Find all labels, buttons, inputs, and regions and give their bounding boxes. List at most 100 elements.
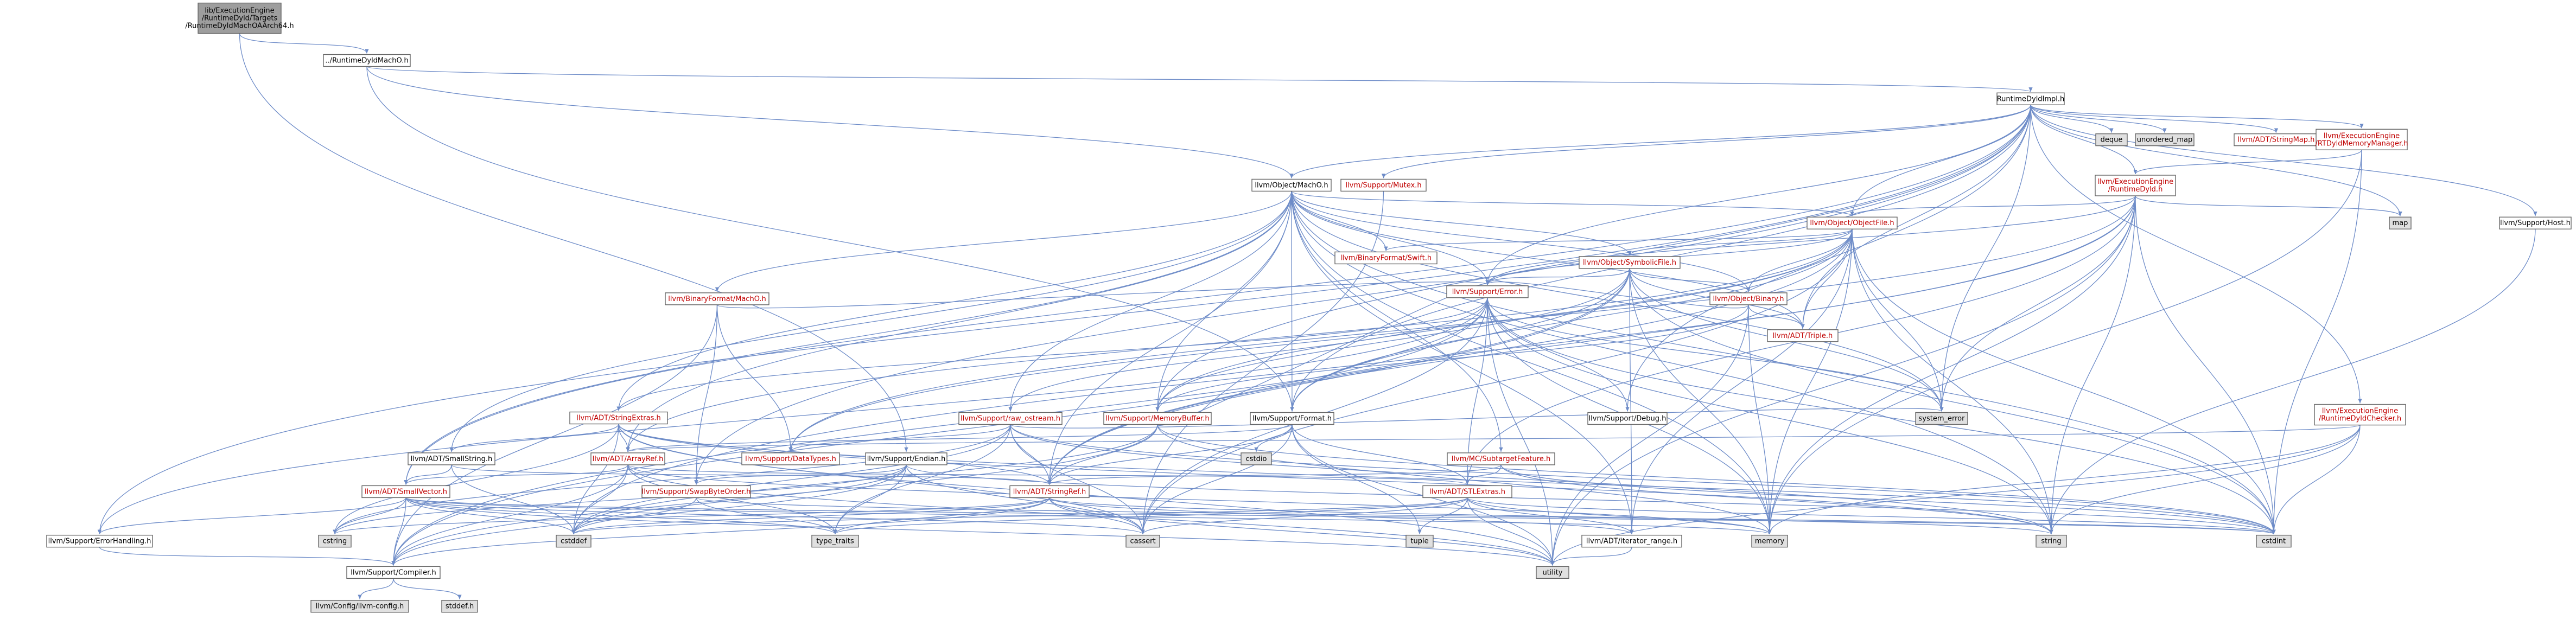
- node-box: [1767, 329, 1839, 342]
- node-unordered_map[interactable]: unordered_map: [2135, 133, 2195, 146]
- node-label: llvm/Object/SymbolicFile.h: [1583, 259, 1676, 267]
- node-debug[interactable]: llvm/Support/Debug.h: [1587, 412, 1668, 425]
- edge-rtdyld-to-system_error: [1939, 195, 2136, 412]
- node-map[interactable]: map: [2389, 216, 2412, 229]
- edge-format-to-stringref: [1047, 424, 1293, 485]
- edge-error-to-debug: [1487, 297, 1630, 412]
- edge-rdimpl-to-swapbyte: [694, 105, 2031, 485]
- node-rdmacho[interactable]: ../RuntimeDyldMachO.h: [323, 54, 411, 67]
- node-cstdio[interactable]: cstdio: [1241, 452, 1272, 465]
- node-box: [2095, 175, 2176, 196]
- node-rtdyld[interactable]: llvm/ExecutionEngine/RuntimeDyld.h: [2095, 175, 2176, 196]
- node-box: [1587, 412, 1668, 425]
- edge-layer: [97, 33, 2537, 599]
- edge-objmacho-to-memory: [1291, 191, 1772, 534]
- node-cstdint[interactable]: cstdint: [2256, 534, 2292, 548]
- node-binfmtmacho[interactable]: llvm/BinaryFormat/MachO.h: [665, 292, 769, 305]
- node-datatypes[interactable]: llvm/Support/DataTypes.h: [741, 452, 840, 465]
- node-cassert[interactable]: cassert: [1125, 534, 1160, 548]
- edge-stringref-to-type_traits: [833, 497, 1050, 534]
- node-compiler[interactable]: llvm/Support/Compiler.h: [346, 566, 441, 579]
- edge-rtdyld-to-cstdint: [2135, 195, 2276, 534]
- node-label: utility: [1543, 568, 1563, 577]
- node-objmacho[interactable]: llvm/Object/MachO.h: [1251, 178, 1332, 192]
- node-cstddef[interactable]: cstddef: [556, 534, 591, 548]
- edge-strext-to-cassert: [618, 424, 1145, 534]
- edge-objfile-to-cstdint: [1852, 229, 2276, 534]
- edge-stlextras-to-utility: [1467, 497, 1555, 566]
- node-host[interactable]: llvm/Support/Host.h: [2499, 216, 2572, 229]
- node-smallstring[interactable]: llvm/ADT/SmallString.h: [408, 452, 495, 465]
- node-stlextras[interactable]: llvm/ADT/STLExtras.h: [1422, 485, 1512, 498]
- node-format[interactable]: llvm/Support/Format.h: [1250, 412, 1334, 425]
- node-errhandling[interactable]: llvm/Support/ErrorHandling.h: [46, 534, 153, 548]
- edge-rdimpl-to-checker: [2030, 105, 2362, 404]
- node-llvmconfig[interactable]: llvm/Config/llvm-config.h: [310, 599, 409, 613]
- node-subtarget[interactable]: llvm/MC/SubtargetFeature.h: [1447, 452, 1555, 465]
- node-checker[interactable]: llvm/ExecutionEngine/RuntimeDyldChecker.…: [2314, 404, 2406, 426]
- node-symfile[interactable]: llvm/Object/SymbolicFile.h: [1579, 256, 1681, 269]
- node-memory[interactable]: memory: [1751, 534, 1788, 548]
- edge-smallvector-to-utility: [405, 497, 1555, 566]
- node-string[interactable]: string: [2036, 534, 2067, 548]
- edge-rawostream-to-system_error: [1010, 407, 1944, 429]
- node-rawostream[interactable]: llvm/Support/raw_ostream.h: [958, 412, 1063, 425]
- node-membuf[interactable]: llvm/Support/MemoryBuffer.h: [1103, 412, 1212, 425]
- node-label: type_traits: [816, 538, 854, 546]
- node-box: [2135, 133, 2195, 146]
- node-label: llvm/Support/MemoryBuffer.h: [1105, 414, 1209, 423]
- node-swift[interactable]: llvm/BinaryFormat/Swift.h: [1334, 251, 1438, 265]
- node-stringmap[interactable]: llvm/ADT/StringMap.h: [2234, 133, 2319, 146]
- node-triple[interactable]: llvm/ADT/Triple.h: [1767, 329, 1839, 342]
- edge-rtdyldmm-to-rtdyld: [2133, 150, 2362, 175]
- edge-objfile-to-datatypes: [788, 229, 1853, 452]
- edge-error-to-strext: [616, 297, 1488, 411]
- node-label: llvm/Object/Binary.h: [1713, 295, 1784, 303]
- edge-objmacho-to-error: [1291, 191, 1490, 285]
- edge-symfile-to-error: [1485, 268, 1630, 285]
- node-system_error[interactable]: system_error: [1915, 412, 1968, 425]
- node-cstring[interactable]: cstring: [318, 534, 352, 548]
- node-error[interactable]: llvm/Support/Error.h: [1446, 285, 1529, 298]
- node-deque[interactable]: deque: [2095, 133, 2128, 146]
- node-rtdyldmm[interactable]: llvm/ExecutionEngine/RTDyldMemoryManager…: [2315, 129, 2408, 150]
- edge-compiler-to-stddef: [393, 578, 462, 599]
- node-iterrange[interactable]: llvm/ADT/iterator_range.h: [1581, 534, 1682, 548]
- edge-rawostream-to-datatypes: [788, 424, 1011, 452]
- node-tuple[interactable]: tuple: [1405, 534, 1434, 548]
- edge-stringref-to-cassert: [1049, 497, 1145, 534]
- node-box: [2036, 534, 2067, 548]
- node-stringref[interactable]: llvm/ADT/StringRef.h: [1009, 485, 1090, 498]
- node-rdimpl[interactable]: RuntimeDyldImpl.h: [1996, 92, 2065, 105]
- node-utility[interactable]: utility: [1536, 566, 1569, 579]
- node-mutex[interactable]: llvm/Support/Mutex.h: [1340, 178, 1427, 192]
- node-arrayref[interactable]: llvm/ADT/ArrayRef.h: [590, 452, 665, 465]
- edge-smallstring-to-smallvector: [404, 464, 452, 485]
- edge-rawostream-to-string: [1010, 424, 2053, 534]
- edge-binary-to-triple: [1748, 304, 1805, 329]
- node-label: llvm/ADT/iterator_range.h: [1586, 538, 1677, 546]
- edge-endian-to-cassert: [906, 464, 1145, 534]
- edge-smallvector-to-errhandling: [98, 497, 406, 534]
- node-label: llvm/Support/raw_ostream.h: [961, 414, 1060, 423]
- node-endian[interactable]: llvm/Support/Endian.h: [865, 452, 947, 465]
- node-stddef[interactable]: stddef.h: [441, 599, 478, 613]
- node-box: [1334, 251, 1438, 265]
- node-label: llvm/Support/Mutex.h: [1345, 181, 1421, 189]
- node-label: /RuntimeDyldMachOAArch64.h: [185, 22, 294, 30]
- node-box: [1251, 178, 1332, 192]
- node-root[interactable]: lib/ExecutionEngine/RuntimeDyld/Targets/…: [185, 2, 294, 34]
- edge-error-to-format: [1290, 297, 1488, 412]
- node-smallvector[interactable]: llvm/ADT/SmallVector.h: [361, 485, 450, 498]
- node-box: [1241, 452, 1272, 465]
- node-type_traits[interactable]: type_traits: [811, 534, 859, 548]
- node-objfile[interactable]: llvm/Object/ObjectFile.h: [1807, 216, 1898, 229]
- node-binary[interactable]: llvm/Object/Binary.h: [1709, 292, 1788, 305]
- edge-root-to-rdmacho: [239, 33, 369, 54]
- edge-strext-to-cstdint: [618, 424, 2276, 534]
- node-label: llvm/ExecutionEngine: [2097, 178, 2173, 186]
- node-label: llvm/Support/Format.h: [1252, 414, 1332, 423]
- node-swapbyte[interactable]: llvm/Support/SwapByteOrder.h: [641, 485, 751, 498]
- node-strext[interactable]: llvm/ADT/StringExtras.h: [569, 411, 668, 425]
- node-label: llvm/Support/ErrorHandling.h: [48, 538, 151, 546]
